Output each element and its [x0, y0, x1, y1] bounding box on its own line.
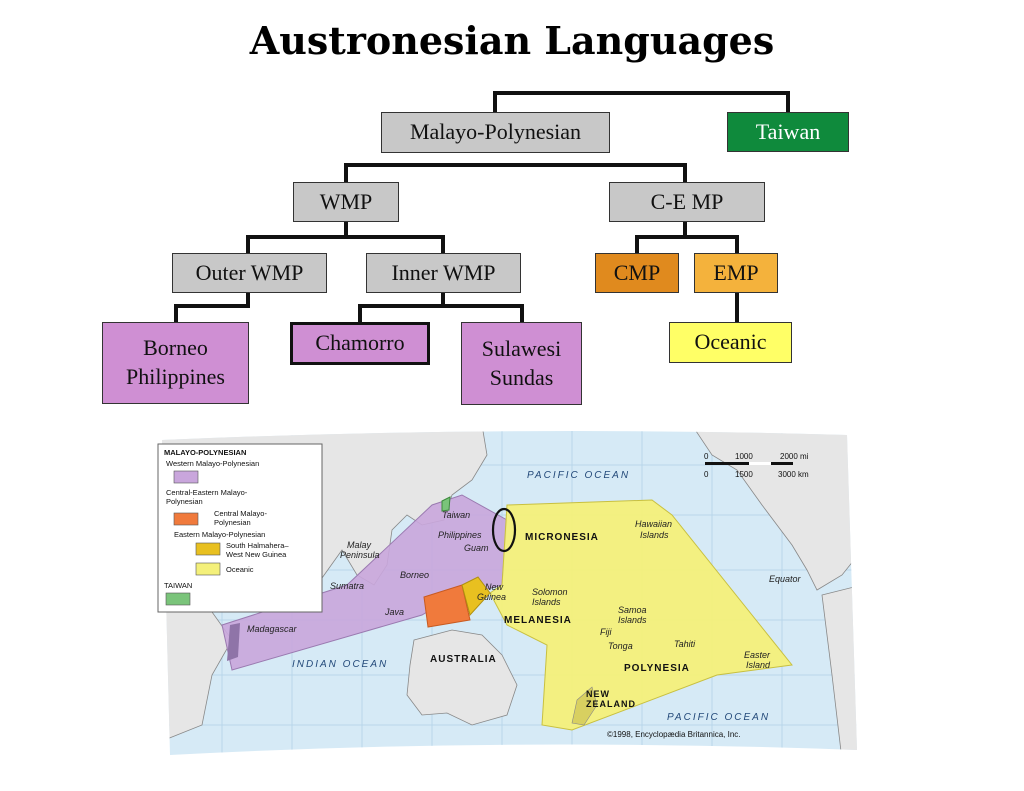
svg-text:Central-Eastern Malayo-: Central-Eastern Malayo- — [166, 488, 248, 497]
label-pacific-bottom: PACIFIC OCEAN — [667, 712, 770, 723]
label-taiwan: Taiwan — [442, 510, 470, 520]
node-chamorro: Chamorro — [290, 322, 430, 365]
label-malay-2: Peninsula — [340, 550, 380, 560]
map-legend: MALAYO-POLYNESIAN Western Malayo-Polynes… — [157, 443, 323, 613]
label-philippines: Philippines — [438, 530, 482, 540]
label-malay-1: Malay — [347, 540, 372, 550]
label-java: Java — [384, 607, 404, 617]
node-sulawesi-line2: Sundas — [489, 364, 554, 390]
svg-text:Eastern Malayo-Polynesian: Eastern Malayo-Polynesian — [174, 530, 265, 539]
svg-text:2000 mi: 2000 mi — [780, 452, 809, 461]
svg-text:3000 km: 3000 km — [778, 470, 809, 479]
node-cmp: CMP — [595, 253, 679, 293]
page-title: Austronesian Languages — [249, 18, 775, 63]
tree-connectors — [174, 91, 790, 322]
label-pacific-top: PACIFIC OCEAN — [527, 470, 630, 481]
connector-mp — [344, 163, 687, 182]
svg-text:South Halmahera–: South Halmahera– — [226, 541, 289, 550]
label-micronesia: MICRONESIA — [525, 532, 599, 543]
label-guam: Guam — [464, 543, 489, 553]
label-tahiti: Tahiti — [674, 639, 696, 649]
node-taiwan: Taiwan — [727, 112, 849, 152]
node-borneo-philippines: Borneo Philippines — [102, 322, 249, 404]
label-equator: Equator — [769, 574, 802, 584]
label-new-zealand-2: ZEALAND — [586, 699, 636, 709]
node-borneo-line2: Philippines — [125, 364, 225, 389]
svg-text:Western Malayo-Polynesian: Western Malayo-Polynesian — [166, 459, 259, 468]
svg-text:0: 0 — [704, 452, 709, 461]
legend-swatch-wmp — [173, 470, 199, 484]
label-solomon-2: Islands — [532, 597, 561, 607]
label-melanesia: MELANESIA — [504, 615, 572, 626]
svg-text:1000: 1000 — [735, 452, 753, 461]
connector-root — [493, 91, 790, 112]
label-polynesia: POLYNESIA — [624, 663, 690, 674]
new-zealand-island — [571, 686, 598, 726]
svg-text:Oceanic: Oceanic — [226, 565, 254, 574]
svg-text:Polynesian: Polynesian — [166, 497, 203, 506]
connector-inner-wmp — [358, 293, 524, 322]
label-solomon-1: Solomon — [532, 587, 568, 597]
svg-text:0: 0 — [704, 470, 709, 479]
copyright-text: ©1998, Encyclopædia Britannica, Inc. — [607, 730, 741, 739]
node-malayo-polynesian: Malayo-Polynesian — [381, 112, 610, 153]
node-emp: EMP — [694, 253, 778, 293]
svg-text:West New Guinea: West New Guinea — [226, 550, 287, 559]
label-samoa-2: Islands — [618, 615, 647, 625]
label-new-zealand-1: NEW — [586, 689, 610, 699]
label-new-guinea-2: Guinea — [477, 592, 506, 602]
svg-text:Polynesian: Polynesian — [214, 518, 251, 527]
austronesian-map: PACIFIC OCEAN PACIFIC OCEAN INDIAN OCEAN… — [157, 431, 857, 755]
svg-text:Central Malayo-: Central Malayo- — [214, 509, 267, 518]
connector-cemp — [635, 235, 739, 253]
node-oceanic: Oceanic — [669, 322, 792, 363]
label-hawaiian-1: Hawaiian — [635, 519, 672, 529]
node-wmp: WMP — [293, 182, 399, 222]
australia-landmass — [406, 629, 518, 726]
legend-swatch-oceanic — [195, 562, 221, 576]
guam-highlight-circle — [491, 507, 517, 553]
node-sulawesi-line1: Sulawesi — [481, 335, 562, 361]
label-indian-ocean: INDIAN OCEAN — [292, 659, 388, 670]
taiwan-region — [441, 496, 451, 512]
connector-wmp — [246, 235, 445, 253]
label-madagascar: Madagascar — [247, 624, 298, 634]
connector-outer-wmp — [174, 293, 250, 322]
node-outer-wmp: Outer WMP — [172, 253, 327, 293]
node-inner-wmp: Inner WMP — [366, 253, 521, 293]
label-tonga: Tonga — [608, 641, 633, 651]
svg-text:1500: 1500 — [735, 470, 753, 479]
svg-text:MALAYO-POLYNESIAN: MALAYO-POLYNESIAN — [164, 448, 246, 457]
cmp-region — [423, 584, 471, 628]
label-fiji: Fiji — [600, 627, 612, 637]
label-easter-2: Island — [746, 660, 771, 670]
legend-swatch-shwng — [195, 542, 221, 556]
node-cemp: C-E MP — [609, 182, 765, 222]
label-sumatra: Sumatra — [330, 581, 364, 591]
label-hawaiian-2: Islands — [640, 530, 669, 540]
label-borneo: Borneo — [400, 570, 429, 580]
node-borneo-line1: Borneo — [143, 335, 208, 361]
label-easter-1: Easter — [744, 650, 771, 660]
scale-bar: 0 1000 2000 mi 0 1500 3000 km — [704, 452, 809, 479]
madagascar-island — [227, 623, 240, 661]
legend-swatch-taiwan — [165, 592, 191, 606]
node-sulawesi-sundas: Sulawesi Sundas — [461, 322, 582, 405]
label-samoa-1: Samoa — [618, 605, 647, 615]
label-australia: AUSTRALIA — [430, 654, 497, 665]
oceanic-region — [489, 499, 793, 731]
svg-text:TAIWAN: TAIWAN — [164, 581, 192, 590]
legend-swatch-cmp — [173, 512, 199, 526]
label-new-guinea-1: New — [485, 582, 504, 592]
